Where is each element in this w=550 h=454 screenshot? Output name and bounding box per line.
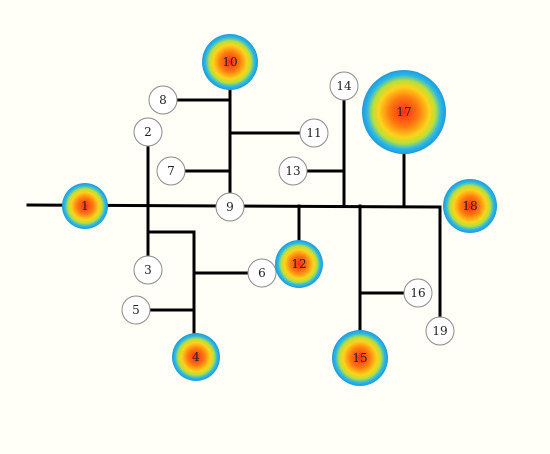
node-circle: [278, 156, 308, 186]
highlighted-node-circle: [443, 179, 497, 233]
node-label: 17: [396, 105, 411, 119]
node-circle: [247, 258, 277, 288]
node-label: 3: [144, 263, 152, 277]
highlighted-node-circle: [172, 333, 220, 381]
node-circle: [329, 71, 359, 101]
node-label: 18: [462, 199, 477, 213]
node-label: 9: [226, 200, 234, 214]
node-circle: [148, 85, 178, 115]
node-1: 1: [62, 183, 108, 229]
node-label: 12: [291, 257, 306, 271]
node-17: 17: [362, 70, 446, 154]
node-circle: [215, 192, 245, 222]
node-label: 13: [285, 164, 300, 178]
node-6: 6: [247, 258, 277, 288]
highlighted-node-circle: [275, 240, 323, 288]
node-13: 13: [278, 156, 308, 186]
node-12: 12: [275, 240, 323, 288]
node-label: 1: [81, 199, 89, 213]
node-circle: [156, 156, 186, 186]
node-circle: [133, 255, 163, 285]
node-4: 4: [172, 333, 220, 381]
node-3: 3: [133, 255, 163, 285]
node-18: 18: [443, 179, 497, 233]
highlighted-node-circle: [202, 34, 258, 90]
node-10: 10: [202, 34, 258, 90]
node-label: 2: [144, 125, 152, 139]
node-circle: [403, 278, 433, 308]
node-7: 7: [156, 156, 186, 186]
node-circle: [133, 117, 163, 147]
highlighted-node-circle: [62, 183, 108, 229]
node-circle: [425, 316, 455, 346]
node-label: 16: [410, 286, 425, 300]
node-5: 5: [121, 295, 151, 325]
node-label: 19: [432, 324, 447, 338]
highlighted-node-circle: [332, 330, 388, 386]
node-15: 15: [332, 330, 388, 386]
node-2: 2: [133, 117, 163, 147]
node-label: 6: [258, 266, 266, 280]
node-label: 7: [167, 164, 175, 178]
node-14: 14: [329, 71, 359, 101]
node-label: 8: [159, 93, 167, 107]
node-9: 9: [215, 192, 245, 222]
node-label: 4: [192, 350, 200, 364]
node-11: 11: [299, 118, 329, 148]
highlighted-node-circle: [362, 70, 446, 154]
node-label: 5: [132, 303, 140, 317]
node-19: 19: [425, 316, 455, 346]
node-label: 10: [222, 55, 237, 69]
node-label: 15: [352, 351, 367, 365]
node-circle: [299, 118, 329, 148]
node-label: 11: [306, 126, 321, 140]
node-16: 16: [403, 278, 433, 308]
node-8: 8: [148, 85, 178, 115]
node-circle: [121, 295, 151, 325]
node-label: 14: [336, 79, 352, 93]
